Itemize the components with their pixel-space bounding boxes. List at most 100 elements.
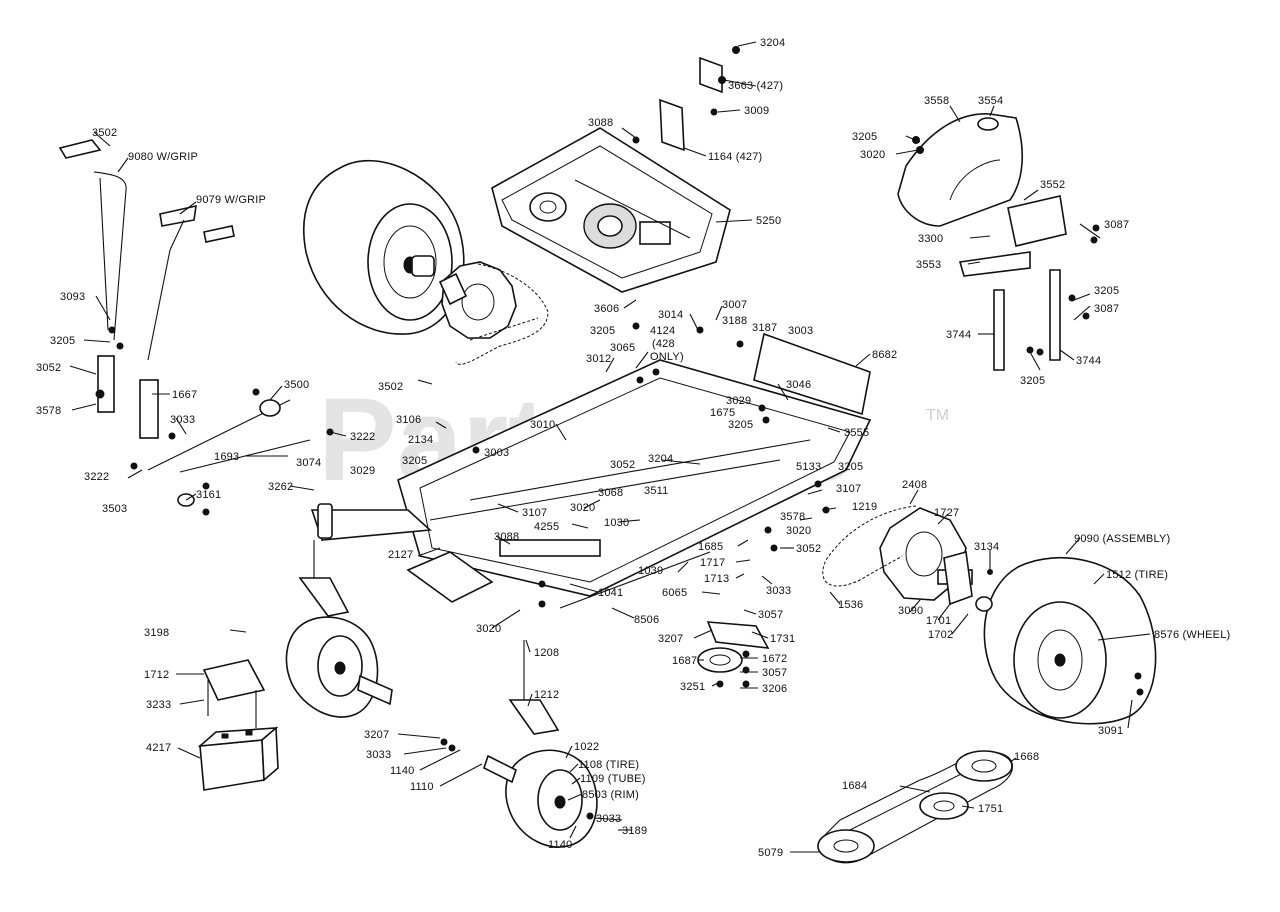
callout-3205-bracket: 3205 [1094,285,1119,297]
callout-3205-bottom: 3205 [1020,375,1045,387]
tire-icon [285,616,393,718]
callout-3222-left: 3222 [84,471,109,483]
callout-3502-center: 3502 [378,381,403,393]
callout-3663: 3663 (427) [728,80,783,92]
fuel-tank-icon [897,113,1024,227]
chain-icon [822,505,917,587]
callout-3046: 3046 [786,379,811,391]
callout-1039: 1039 [638,565,663,577]
battery-holddown [202,659,266,728]
callout-3020-tank: 3020 [860,149,885,161]
callout-3204: 3204 [760,37,785,49]
callout-1702: 1702 [928,629,953,641]
callout-3207-front: 3207 [364,729,389,741]
callout-3606: 3606 [594,303,619,315]
callout-3205: 3205 [50,335,75,347]
callout-3198: 3198 [144,627,169,639]
tire-icon [302,159,465,335]
callout-3554: 3554 [978,95,1003,107]
callout-1727: 1727 [934,507,959,519]
callout-4124: 4124 [650,325,675,337]
callout-3091: 3091 [1098,725,1123,737]
callout-1675: 1675 [710,407,735,419]
callout-1731-center: 1731 [770,633,795,645]
callout-8506: 8506 [634,614,659,626]
callout-3205-tank: 3205 [852,131,877,143]
callout-3188: 3188 [722,315,747,327]
callout-428: (428 [652,338,675,350]
callout-3029-center: 3029 [726,395,751,407]
callout-1717: 1717 [700,557,725,569]
callout-3222: 3222 [350,431,375,443]
callout-2127: 2127 [388,549,413,561]
callout-3088: 3088 [588,117,613,129]
callout-3052: 3052 [36,362,61,374]
callout-3207-center: 3207 [658,633,683,645]
callout-3106: 3106 [396,414,421,426]
tire-icon [983,556,1157,725]
callout-5250: 5250 [756,215,781,227]
callout-3555: 3555 [844,427,869,439]
callout-1672: 1672 [762,653,787,665]
callout-9090: 9090 (ASSEMBLY) [1074,533,1170,545]
callout-3088-frame: 3088 [494,531,519,543]
callout-3057: 3057 [758,609,783,621]
callout-3578: 3578 [36,405,61,417]
callout-3074: 3074 [296,457,321,469]
callout-3087-lower: 3087 [1094,303,1119,315]
transmission-assembly [491,56,731,293]
callout-3205-frame: 3205 [402,455,427,467]
battery-icon [197,726,279,791]
callout-3087-top: 3087 [1104,219,1129,231]
callout-8503: 8503 (RIM) [582,789,639,801]
callout-1751: 1751 [978,803,1003,815]
callout-3578-right: 3578 [780,511,805,523]
callout-3012: 3012 [586,353,611,365]
callout-1110: 1110 [410,781,434,793]
callout-1108: 1108 (TIRE) [578,759,639,771]
callout-3300: 3300 [918,233,943,245]
hardware-dots [95,46,1144,820]
callout-9079: 9079 W/GRIP [196,194,266,206]
callout-3029: 3029 [350,465,375,477]
callout-3068: 3068 [598,487,623,499]
pulley-icon [955,750,1013,782]
callout-3033-right: 3033 [766,585,791,597]
callout-3020-center: 3020 [570,502,595,514]
callout-1030: 1030 [604,517,629,529]
callout-3014: 3014 [658,309,683,321]
callout-3134: 3134 [974,541,999,553]
callout-1140: 1140 [390,765,414,777]
callout-8576: 8576 (WHEEL) [1154,629,1230,641]
callout-3205-center: 3205 [590,325,615,337]
callout-3003-frame: 3003 [484,447,509,459]
callout-1713: 1713 [704,573,729,585]
callout-3503: 3503 [102,503,127,515]
callout-3552: 3552 [1040,179,1065,191]
callout-4255: 4255 [534,521,559,533]
pulley-icon [817,829,875,863]
fuel-tank-brackets [958,195,1067,371]
callout-1022: 1022 [574,741,599,753]
callout-3558: 3558 [924,95,949,107]
sprocket-icon [438,261,517,339]
callout-3003-top: 3003 [788,325,813,337]
callout-3500: 3500 [284,379,309,391]
callout-3511: 3511 [644,485,668,497]
pulley-icon [697,621,770,673]
callout-3065: 3065 [610,342,635,354]
callout-1041: 1041 [598,587,623,599]
callout-3206: 3206 [762,683,787,695]
callout-3251: 3251 [680,681,705,693]
main-frame [310,332,872,609]
callout-1512: 1512 (TIRE) [1106,569,1168,581]
callout-3187: 3187 [752,322,777,334]
callout-1701: 1701 [926,615,951,627]
sprocket-icon [879,507,993,612]
callout-2408: 2408 [902,479,927,491]
callout-only: ONLY) [650,351,684,363]
callout-3744-left: 3744 [946,329,971,341]
callout-4217: 4217 [146,742,171,754]
